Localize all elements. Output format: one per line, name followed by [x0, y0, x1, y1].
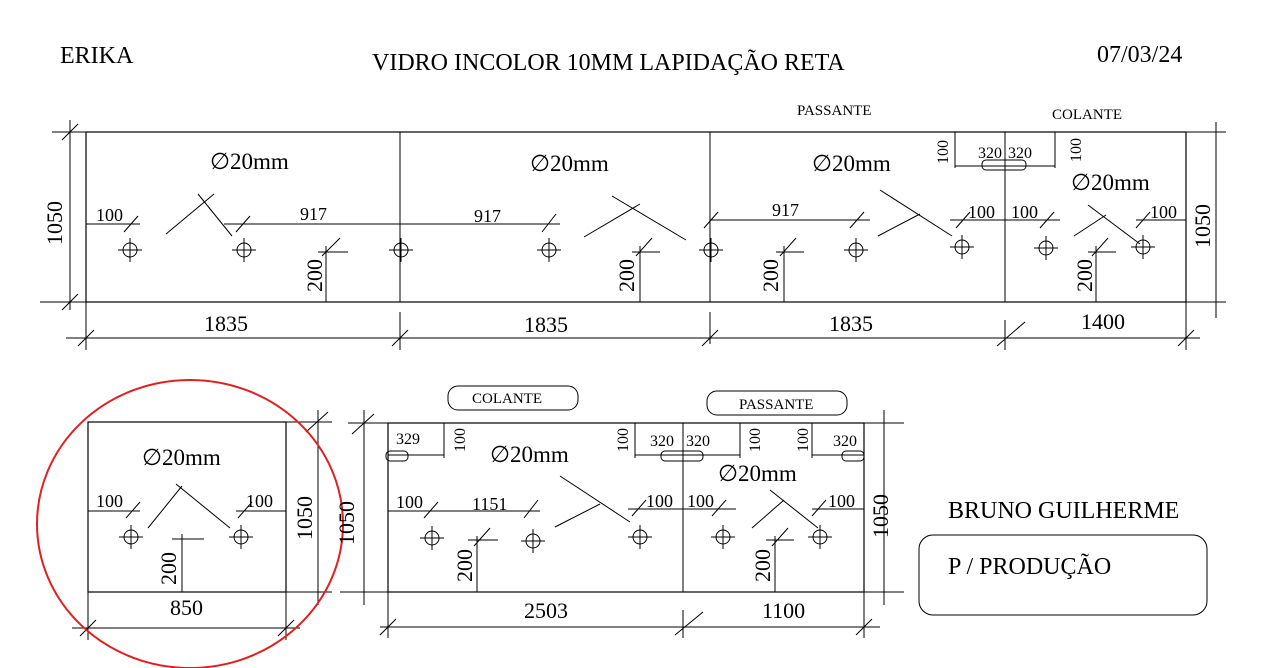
- br-d100-3: 100: [687, 491, 714, 511]
- br-passante-box: [706, 390, 848, 416]
- top-d100-1: 100: [96, 205, 123, 225]
- br-colante-label: COLANTE: [472, 391, 542, 407]
- highlight-circle: [36, 379, 344, 668]
- br-panel-outline: [387, 422, 865, 593]
- bl-d100-2: 100: [246, 491, 273, 511]
- top-height-left: 1050: [42, 201, 67, 245]
- br-d329: 329: [396, 431, 420, 448]
- drawing-title: VIDRO INCOLOR 10MM LAPIDAÇÃO RETA: [372, 50, 845, 76]
- bl-height: 1050: [292, 496, 317, 540]
- top-holes: [118, 235, 1155, 262]
- client-name: ERIKA: [60, 43, 134, 69]
- bl-holes: [119, 525, 253, 549]
- top-d100-v2: 100: [1068, 138, 1085, 162]
- br-d320-2: 320: [686, 433, 710, 450]
- top-height-right: 1050: [1190, 204, 1215, 248]
- top-d917-2: 917: [474, 206, 501, 226]
- br-d100-v3: 100: [747, 428, 764, 452]
- top-d320-2: 320: [1008, 145, 1032, 162]
- top-d100-3: 100: [1011, 202, 1038, 222]
- top-d100-v1: 100: [935, 140, 952, 164]
- top-hole-label-4: ∅20mm: [1071, 170, 1150, 195]
- br-d200-1: 200: [452, 549, 477, 582]
- top-width-4: 1400: [1081, 309, 1125, 334]
- bl-width: 850: [170, 595, 203, 620]
- top-colante-label: COLANTE: [1052, 107, 1122, 123]
- top-d917-3: 917: [772, 200, 799, 220]
- footer-name: BRUNO GUILHERME: [948, 498, 1179, 524]
- bl-panel-outline: [87, 421, 287, 593]
- br-colante-box: [447, 385, 579, 411]
- br-d100-2: 100: [646, 491, 673, 511]
- footer-note-box: [918, 534, 1208, 616]
- top-d200-3: 200: [758, 259, 783, 292]
- top-panel-outline: [85, 131, 1187, 303]
- br-width-2: 1100: [762, 598, 805, 623]
- br-d320-1: 320: [650, 433, 674, 450]
- br-d100-1: 100: [396, 492, 423, 512]
- br-height-left: 1050: [334, 501, 359, 545]
- top-passante-label: PASSANTE: [797, 103, 871, 119]
- top-width-1: 1835: [204, 311, 248, 336]
- bl-d100-1: 100: [96, 491, 123, 511]
- br-passante-label: PASSANTE: [739, 397, 813, 413]
- br-d100-v4: 100: [795, 428, 812, 452]
- top-d200-2: 200: [614, 259, 639, 292]
- top-width-2: 1835: [524, 312, 568, 337]
- br-hole-label-1: ∅20mm: [490, 442, 569, 467]
- top-panel: 1050 1050 1835 1835 1835 1400 PASSANTE C…: [40, 103, 1226, 350]
- top-d917-1: 917: [300, 204, 327, 224]
- top-hole-label-3: ∅20mm: [812, 151, 891, 176]
- top-d100-4: 100: [1150, 202, 1177, 222]
- br-hole-label-2: ∅20mm: [718, 461, 797, 486]
- bl-d200: 200: [156, 552, 181, 585]
- br-holes: [420, 525, 832, 553]
- bl-hole-label: ∅20mm: [142, 445, 221, 470]
- top-hole-label-1: ∅20mm: [210, 149, 289, 174]
- br-d200-2: 200: [750, 549, 775, 582]
- top-hole-label-2: ∅20mm: [530, 151, 609, 176]
- drawing-date: 07/03/24: [1097, 42, 1182, 68]
- br-height-right: 1050: [868, 494, 893, 538]
- br-d100-v1: 100: [452, 428, 469, 452]
- top-width-3: 1835: [829, 311, 873, 336]
- top-d200-1: 200: [302, 259, 327, 292]
- bottom-left-panel: ∅20mm 100 100 200 1050 850: [36, 379, 344, 668]
- top-slot-icon: [981, 159, 1027, 171]
- br-d320-3: 320: [833, 433, 857, 450]
- top-d200-4: 200: [1072, 259, 1097, 292]
- br-d100-4: 100: [828, 491, 855, 511]
- br-d1151: 1151: [472, 494, 507, 514]
- br-width-1: 2503: [524, 598, 568, 623]
- br-d100-v2: 100: [615, 428, 632, 452]
- top-d100-2: 100: [968, 202, 995, 222]
- bottom-right-panel: COLANTE PASSANTE ∅20mm ∅20mm 100 1151 10…: [334, 385, 904, 638]
- top-d320-1: 320: [978, 145, 1002, 162]
- footer-note: P / PRODUÇÃO: [948, 554, 1111, 580]
